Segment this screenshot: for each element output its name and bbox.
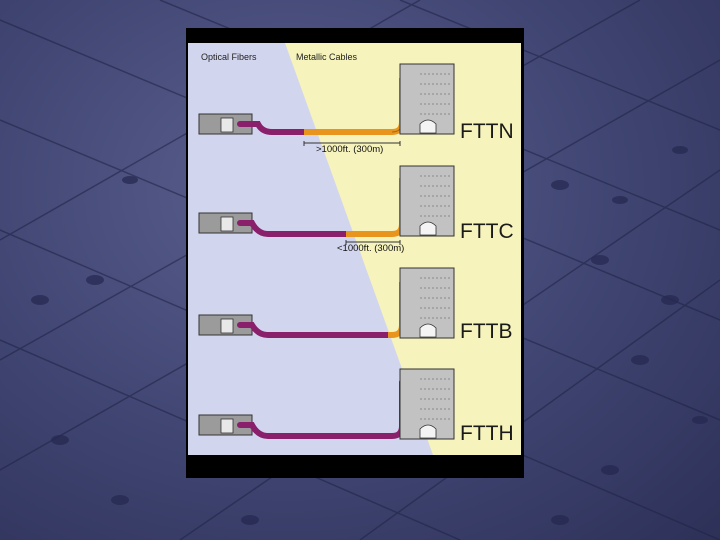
distance-label-fttn: >1000ft. (300m) [316,144,383,155]
label-fttc: FTTC [460,220,514,243]
label-fttb: FTTB [460,320,513,343]
central-office-icon [198,113,253,135]
building-icon [399,267,455,339]
header-metallic-cables: Metallic Cables [296,52,358,62]
distance-label-fttc: <1000ft. (300m) [337,243,404,254]
building-icon [399,63,455,135]
central-office-icon [198,414,253,436]
central-office-icon [198,212,253,234]
row-fttc: <1000ft. (300m) FTTC [198,165,514,254]
label-ftth: FTTH [460,422,514,445]
row-fttb: FTTB [198,267,513,343]
fiber-zone [188,43,433,455]
label-fttn: FTTN [460,120,514,143]
header-optical-fibers: Optical Fibers [201,52,257,62]
row-ftth: FTTH [198,368,514,445]
building-icon [399,165,455,237]
row-fttn: >1000ft. (300m) FTTN [198,63,514,155]
building-icon [399,368,455,440]
